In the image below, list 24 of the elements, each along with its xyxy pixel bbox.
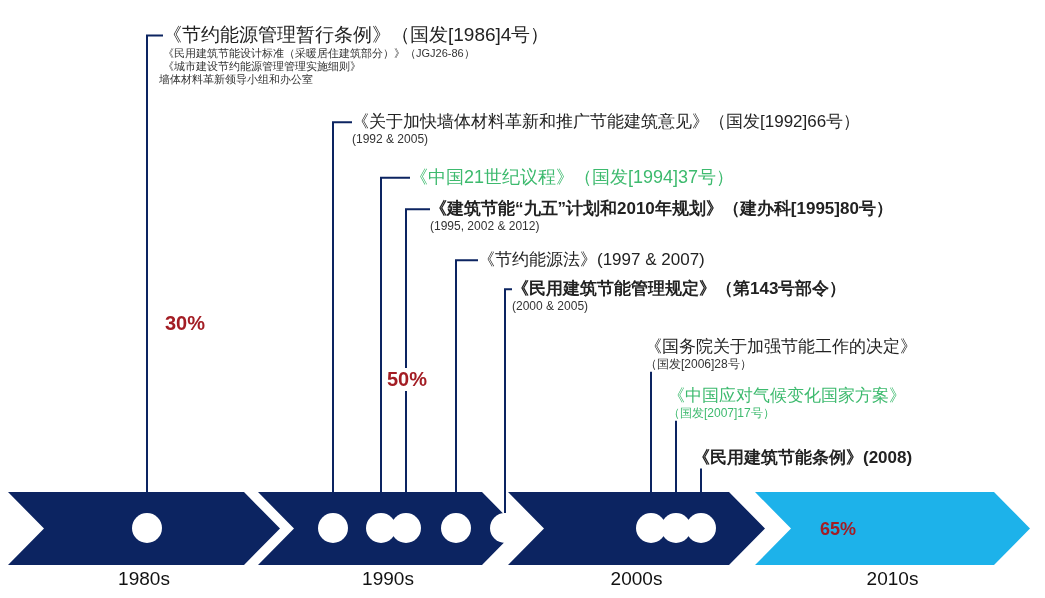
document-note: 墙体材料革新领导小组和办公室 xyxy=(159,73,314,87)
document-note: （国发[2006]28号） xyxy=(645,357,753,372)
document-title: 《建筑节能“九五”计划和2010年规划》（建办科[1995]80号） xyxy=(430,199,893,220)
leader-line xyxy=(504,288,513,514)
document-note: (1992 & 2005) xyxy=(352,132,430,147)
document-title: 《节约能源管理暂行条例》（国发[1986]4号） xyxy=(163,24,550,47)
document-title: 《关于加快墙体材料革新和推广节能建筑意见》（国发[1992]66号） xyxy=(352,112,861,133)
document-title: 《国务院关于加强节能工作的决定》 xyxy=(645,337,917,358)
document-note: 《民用建筑节能设计标准（采暖居住建筑部分）》（JGJ26-86） xyxy=(163,46,476,60)
document-title: 《中国应对气候变化国家方案》 xyxy=(668,386,906,407)
document-title: 《民用建筑节能管理规定》（第143号部令） xyxy=(512,279,847,300)
document-note: (1995, 2002 & 2012) xyxy=(430,219,541,234)
document-title: 《节约能源法》(1997 & 2007) xyxy=(478,250,705,271)
decade-label: 2000s xyxy=(609,568,664,590)
decade-label: 2010s xyxy=(865,568,920,590)
percentage-label: 65% xyxy=(820,519,857,540)
document-note: （国发[2007]17号） xyxy=(668,406,776,421)
document-note: (2000 & 2005) xyxy=(512,299,590,314)
document-title: 《民用建筑节能条例》(2008) xyxy=(693,448,913,469)
percentage-label: 50% xyxy=(385,368,430,391)
decade-label: 1990s xyxy=(361,568,415,590)
document-title: 《中国21世纪议程》（国发[1994]37号） xyxy=(410,167,735,189)
document-note: 《城市建设节约能源管理管理实施细则》 xyxy=(163,60,362,74)
decade-label: 1980s xyxy=(117,568,171,590)
